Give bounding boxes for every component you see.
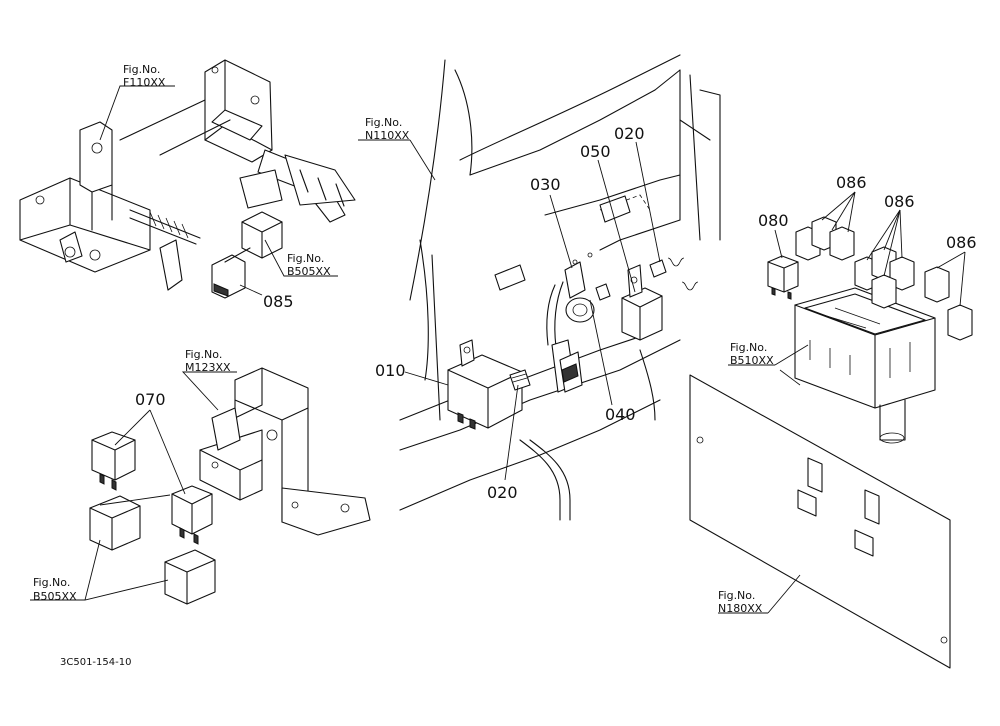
relay-070-group <box>89 431 216 605</box>
fig-ref-f110-label: Fig.No. <box>123 63 160 76</box>
fig-ref-n180-code: N180XX <box>718 602 763 615</box>
bolt-020 <box>509 257 699 391</box>
fig-ref-n180-label: Fig.No. <box>718 589 755 602</box>
fig-ref-b510-label: Fig.No. <box>730 341 767 354</box>
part-label-040: 040 <box>605 405 636 424</box>
fig-ref-b510-code: B510XX <box>730 354 774 367</box>
part-label-086-b: 086 <box>884 192 915 211</box>
leader-lines <box>30 85 966 614</box>
part-label-020-lower: 020 <box>487 483 518 502</box>
part-label-010: 010 <box>375 361 406 380</box>
fig-ref-b505-upper-label: Fig.No. <box>287 252 324 265</box>
relay-bracket-assembly <box>199 367 371 536</box>
fig-ref-b505-upper-code: B505XX <box>287 265 331 278</box>
cover-panel <box>689 369 951 669</box>
part-number-labels: 085 070 010 020 030 050 020 040 080 086 … <box>135 124 977 502</box>
fig-ref-n110-label: Fig.No. <box>365 116 402 129</box>
dash-panel-assembly <box>399 54 721 521</box>
relay-086-group <box>795 216 973 341</box>
part-label-070: 070 <box>135 390 166 409</box>
drawing-reference-code: 3C501-154-10 <box>60 657 131 668</box>
figure-references: Fig.No. F110XX Fig.No. B505XX Fig.No. M1… <box>33 63 774 615</box>
component-010 <box>447 339 523 430</box>
part-label-030: 030 <box>530 175 561 194</box>
fig-ref-n110-code: N110XX <box>365 129 410 142</box>
relay-080 <box>767 255 799 300</box>
part-label-050: 050 <box>580 142 611 161</box>
pedal-bracket-assembly <box>19 59 356 299</box>
fig-ref-m123-code: M123XX <box>185 361 231 374</box>
fig-ref-f110-code: F110XX <box>123 76 166 89</box>
part-label-080: 080 <box>758 211 789 230</box>
part-label-085: 085 <box>263 292 294 311</box>
part-label-020-upper: 020 <box>614 124 645 143</box>
fig-ref-b505-lower-code: B505XX <box>33 590 77 603</box>
fig-ref-m123-label: Fig.No. <box>185 348 222 361</box>
part-label-086-a: 086 <box>836 173 867 192</box>
relay-fuse-box <box>794 287 936 444</box>
fig-ref-b505-lower-label: Fig.No. <box>33 576 70 589</box>
component-050 <box>621 264 663 341</box>
component-030 <box>564 261 611 323</box>
part-label-086-c: 086 <box>946 233 977 252</box>
